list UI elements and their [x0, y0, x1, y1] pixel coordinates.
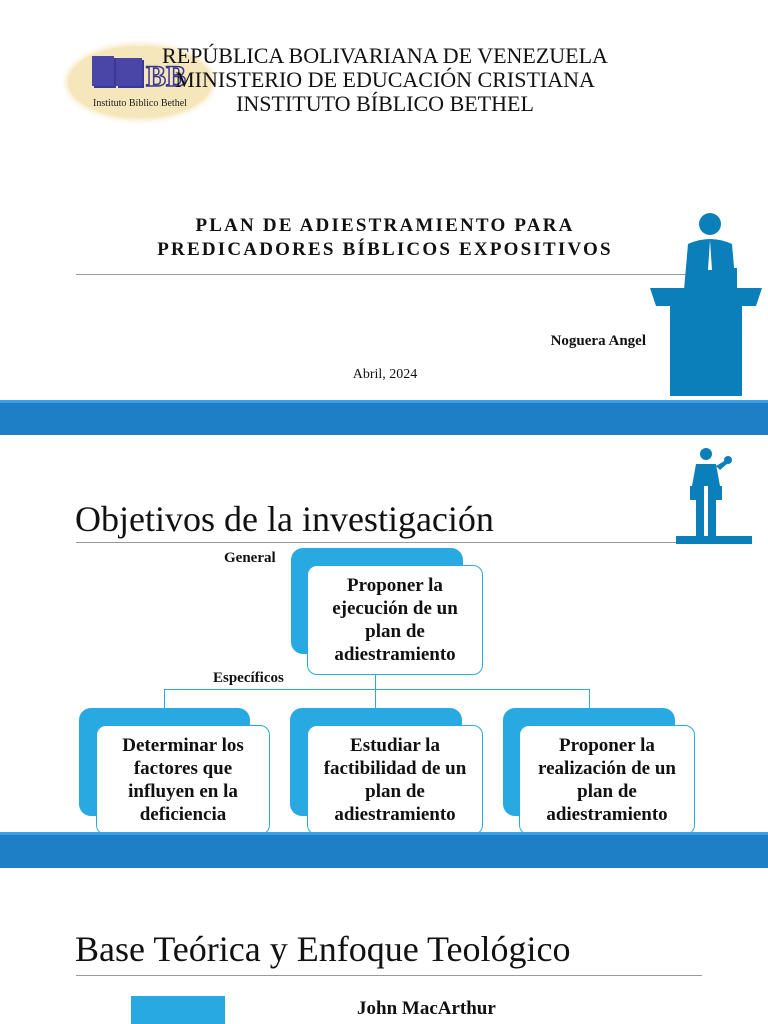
specific-objective-1-box: Determinar los factores que influyen en …	[96, 725, 270, 835]
title-slide: B B Instituto Bíblico Bethel REPÚBLICA B…	[0, 0, 768, 400]
general-objective-box: Proponer la ejecución de un plan de adie…	[307, 565, 483, 675]
theory-heading: Base Teórica y Enfoque Teológico	[75, 929, 571, 969]
bible-institute-logo-icon: B B Instituto Bíblico Bethel	[92, 56, 187, 109]
general-objective-text: Proponer la ejecución de un plan de adie…	[332, 575, 458, 665]
svg-text:B: B	[166, 60, 186, 93]
connector-right	[589, 689, 590, 709]
connector-vertical-main	[375, 675, 376, 689]
connector-left	[164, 689, 165, 709]
theory-divider	[76, 975, 702, 976]
institution-header: REPÚBLICA BOLIVARIANA DE VENEZUELA MINIS…	[150, 44, 620, 116]
specific-objective-3-box: Proponer la realización de un plan de ad…	[519, 725, 695, 835]
speaker-lectern-icon	[676, 448, 752, 544]
preacher-podium-icon	[650, 213, 762, 396]
author-reference-name: John MacArthur	[357, 998, 496, 1019]
connector-center	[375, 689, 376, 709]
specific-label: Específicos	[213, 670, 284, 686]
specific-objective-1-text: Determinar los factores que influyen en …	[122, 735, 244, 825]
specific-objective-2-text: Estudiar la factibilidad de un plan de a…	[323, 735, 467, 825]
header-line-ministry: MINISTERIO DE EDUCACIÓN CRISTIANA	[175, 67, 595, 92]
title-line-1: PLAN DE ADIESTRAMIENTO PARA	[195, 215, 575, 236]
presentation-date: Abril, 2024	[352, 367, 418, 382]
institute-logo: B B Instituto Bíblico Bethel	[68, 46, 212, 118]
general-label: General	[224, 550, 276, 566]
title-line-2: PREDICADORES BÍBLICOS EXPOSITIVOS	[157, 239, 613, 260]
objectives-heading: Objetivos de la investigación	[75, 499, 494, 539]
slide-divider-band-2	[0, 832, 768, 868]
objectives-divider	[76, 542, 702, 543]
accent-block	[131, 996, 225, 1024]
specific-objective-3-text: Proponer la realización de un plan de ad…	[538, 735, 676, 825]
author-name: Noguera Angel	[550, 333, 646, 349]
header-line-institute: INSTITUTO BÍBLICO BETHEL	[236, 91, 534, 116]
title-divider	[76, 274, 716, 275]
presentation-title: PLAN DE ADIESTRAMIENTO PARA PREDICADORES…	[90, 214, 680, 262]
svg-text:B: B	[146, 60, 166, 93]
connector-horizontal	[164, 689, 590, 690]
svg-text:Instituto Bíblico Bethel: Instituto Bíblico Bethel	[93, 98, 187, 109]
slide-divider-band	[0, 400, 768, 435]
header-line-country: REPÚBLICA BOLIVARIANA DE VENEZUELA	[162, 43, 608, 68]
specific-objective-2-box: Estudiar la factibilidad de un plan de a…	[307, 725, 483, 835]
